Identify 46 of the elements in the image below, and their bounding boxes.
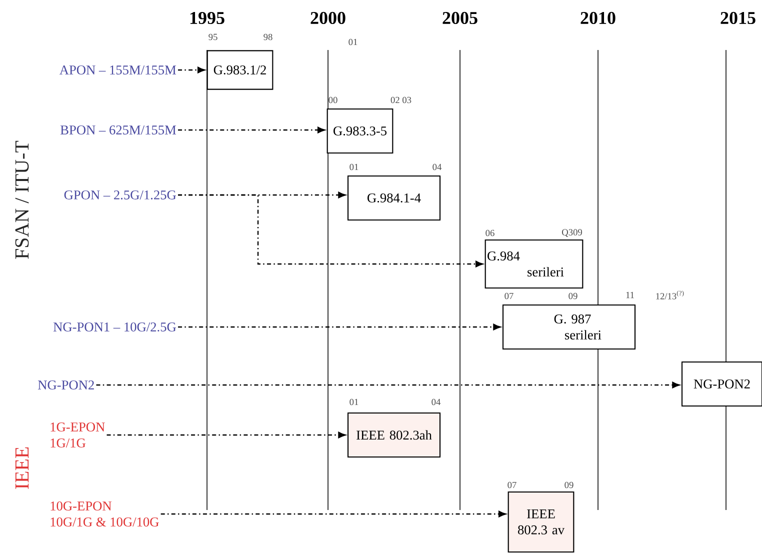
year-mark: 01: [350, 398, 358, 406]
arrow: [178, 66, 206, 74]
standard-box: G.984.1-4: [347, 175, 441, 221]
standard-label: 1G-EPON 1G/1G: [50, 422, 105, 448]
arrow: [178, 126, 326, 134]
arrow: [160, 510, 506, 518]
standard-box: G. 987 serileri: [502, 304, 636, 350]
arrow: [96, 382, 680, 388]
standard-label: APON – 155M/155M: [59, 66, 176, 74]
arrow: [178, 194, 484, 268]
year-mark: 95: [208, 34, 218, 40]
arrow: [178, 324, 501, 330]
standard-label: NG-PON2: [38, 380, 94, 390]
year-mark: 01: [348, 38, 358, 46]
year-mark: 04: [432, 164, 442, 170]
year-mark: Q309: [562, 229, 582, 237]
standard-box: G.983.3-5: [326, 108, 394, 154]
standard-box: NG-PON2: [681, 361, 762, 407]
year-heading: 2000: [310, 12, 346, 24]
standard-label: 10G-EPON 10G/1G & 10G/10G: [50, 502, 159, 526]
standard-box: IEEE 802.3 av: [508, 491, 574, 553]
year-mark: 12/13$^{(?)}$: [656, 290, 684, 300]
year-mark: 04: [432, 398, 441, 406]
arrow: [106, 432, 346, 438]
year-mark: 07: [508, 482, 516, 488]
standard-label: NG-PON1 – 10G/2.5G: [53, 322, 176, 332]
year-mark: 07: [504, 292, 514, 300]
year-mark: 09: [564, 482, 574, 488]
year-heading: 1995: [190, 12, 224, 24]
year-mark: 98: [264, 34, 272, 40]
year-mark: 06: [486, 230, 494, 236]
standard-box: G.984 serileri: [484, 239, 584, 289]
standard-box: IEEE 802.3ah: [347, 412, 441, 458]
standard-label: BPON – 625M/155M: [60, 126, 176, 134]
group-label: FSAN / ITU-T: [15, 140, 29, 259]
year-mark: 09: [568, 292, 578, 300]
group-label: IEEE: [15, 447, 29, 489]
year-heading: 2005: [442, 12, 478, 24]
year-heading: 2015: [720, 12, 756, 24]
standard-box: G.983.1/2: [206, 50, 274, 90]
year-mark: 01: [350, 164, 358, 170]
year-heading: 2010: [580, 12, 616, 24]
year-mark: 00: [328, 96, 338, 104]
standard-label: GPON – 2.5G/1.25G: [64, 190, 176, 200]
year-mark: 11: [626, 292, 634, 298]
year-mark: 02 03: [390, 96, 412, 104]
